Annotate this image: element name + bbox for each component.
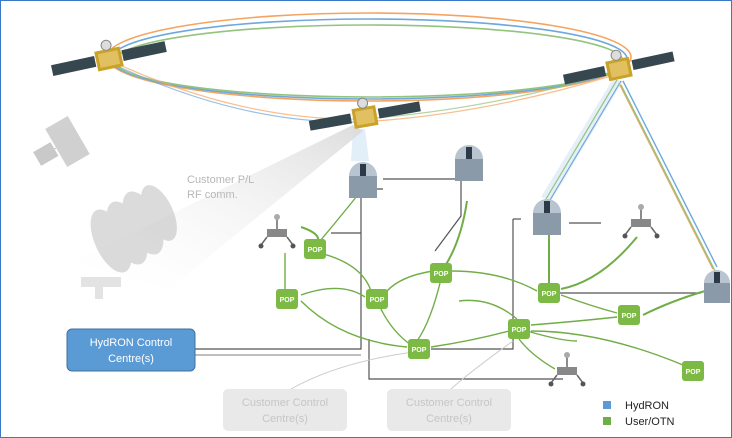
pop-node: POP (304, 239, 326, 259)
pop-node: POP (682, 361, 704, 381)
rover-icon (258, 214, 296, 249)
pop-node: POP (366, 289, 388, 309)
svg-text:POP: POP (622, 313, 637, 320)
svg-text:POP: POP (434, 271, 449, 278)
ground-station-icon (704, 270, 730, 303)
customer-control-links (290, 340, 514, 390)
pop-node: POP (408, 339, 430, 359)
customer-control-centre: Customer Control Centre(s) (223, 389, 347, 431)
hydron-control-centre: HydRON Control Centre(s) (66, 328, 196, 372)
user-legend-swatch (603, 417, 611, 425)
hydron-legend-swatch (603, 401, 611, 409)
svg-text:POP: POP (308, 247, 323, 254)
svg-text:Customer Control: Customer Control (406, 397, 492, 409)
svg-text:Customer Control: Customer Control (242, 397, 328, 409)
legacy-satellite-icon (33, 115, 90, 168)
rf-beam-cone (71, 125, 363, 289)
pop-node: POP (276, 289, 298, 309)
rover-icon (548, 352, 586, 387)
svg-text:POP: POP (686, 369, 701, 376)
pop-node: POP (430, 263, 452, 283)
antenna-dish-icon (81, 185, 177, 299)
hydron-legend-label: HydRON (625, 400, 669, 412)
customer-payload-label: Customer P/L (187, 174, 254, 186)
legend: HydRON User/OTN (603, 400, 675, 428)
satellite-icon (562, 49, 675, 85)
ground-station-icon (455, 145, 483, 181)
customer-control-centre: Customer Control Centre(s) (387, 389, 511, 431)
svg-text:POP: POP (512, 327, 527, 334)
customer-rf-label: RF comm. (187, 189, 238, 201)
orbit-rings (106, 12, 632, 102)
user-otn-links (284, 190, 706, 370)
svg-text:Centre(s): Centre(s) (426, 413, 472, 425)
rover-icon (622, 204, 660, 239)
ground-station-icon (533, 199, 561, 235)
svg-text:POP: POP (542, 291, 557, 298)
satellite-icon (51, 39, 167, 76)
optical-downlinks (351, 79, 718, 272)
pop-node: POP (538, 283, 560, 303)
svg-text:HydRON Control: HydRON Control (90, 337, 173, 349)
pop-node: POP (618, 305, 640, 325)
svg-text:Centre(s): Centre(s) (262, 413, 308, 425)
pop-node: POP (508, 319, 530, 339)
ground-station-icon (349, 162, 377, 198)
svg-text:POP: POP (412, 347, 427, 354)
svg-text:Centre(s): Centre(s) (108, 353, 154, 365)
svg-text:POP: POP (370, 297, 385, 304)
user-legend-label: User/OTN (625, 416, 675, 428)
satellite-icon (308, 97, 421, 131)
svg-text:POP: POP (280, 297, 295, 304)
